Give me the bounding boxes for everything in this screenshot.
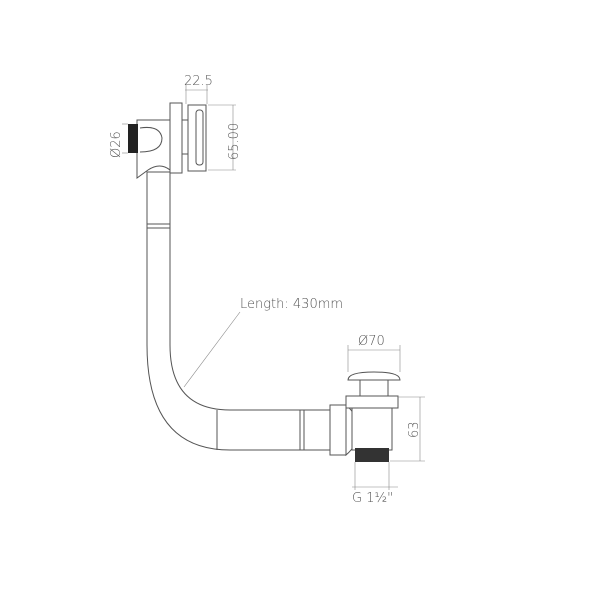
overflow-diameter-label: Ø26 xyxy=(109,131,124,158)
overflow-head xyxy=(128,102,207,179)
overflow-pipe xyxy=(146,171,331,451)
click-clack-waste xyxy=(329,371,401,462)
overflow-width-label: 22.5 xyxy=(184,74,213,89)
length-label: Length: 430mm xyxy=(240,297,343,312)
waste-height-label: 63 xyxy=(407,421,422,438)
thread-icon xyxy=(128,124,138,153)
waste-dimensions xyxy=(347,345,425,490)
thread-size-label: G 1½" xyxy=(352,491,393,506)
overflow-height-label: 65.00 xyxy=(227,123,242,160)
length-leader-line xyxy=(183,311,241,388)
overflow-dimensions xyxy=(122,85,236,171)
thread-icon xyxy=(355,448,389,462)
waste-diameter-label: Ø70 xyxy=(358,334,385,349)
